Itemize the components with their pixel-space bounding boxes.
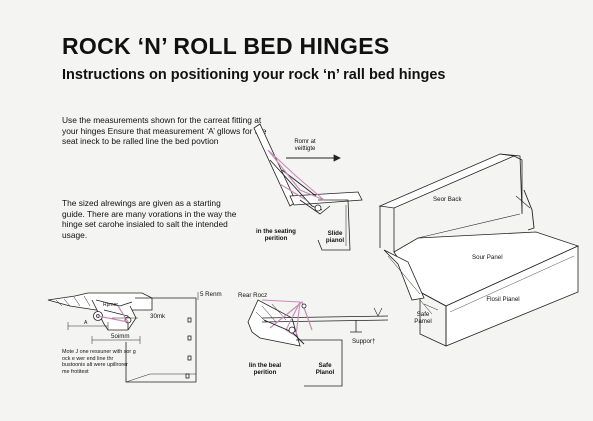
dim-5mm-label: 5 Renm [200,291,222,298]
seat-back-label: Seor Back [433,196,462,203]
safe-planol-label: Safe Planol [315,362,335,377]
note-text: Mote J one ressuner with sor g ock e wer… [62,349,136,375]
dim-rpmer-label: Rpmer [103,302,119,308]
front-panel-label: Flosil Pianel [486,296,520,303]
seating-position-drawing [253,123,363,251]
dim-a-label: A [84,320,88,326]
slide-panel-label: Slide pianol [325,230,345,245]
page-title: ROCK ‘N’ ROLL BED HINGES [62,33,390,59]
bed-position-drawing [247,299,389,387]
page-subtitle: Instructions on positioning your rock ‘n… [62,67,446,83]
intro-paragraph: Use the measurements shown for the carre… [62,115,267,147]
dim-50mm-label: 5oimm [111,333,130,340]
dim-30mm-label: 30mk [150,313,166,320]
seat-panel-label: Sour Panel [472,254,503,261]
hinge-detail-drawing [47,292,199,383]
sofa-bed-drawing [378,153,580,347]
rear-rocz-label: Rear Rocz [238,292,268,299]
sizes-paragraph: The sized alrewings are given as a start… [62,198,237,240]
bed-position-label: lin the beal perition [248,362,282,377]
safe-panel-label: Safe Pamel [414,311,432,326]
support-label: Suppor† [352,338,376,345]
seating-position-label: in the seating perition [256,228,296,243]
arrow-label: Romr at veittigte [294,139,316,153]
